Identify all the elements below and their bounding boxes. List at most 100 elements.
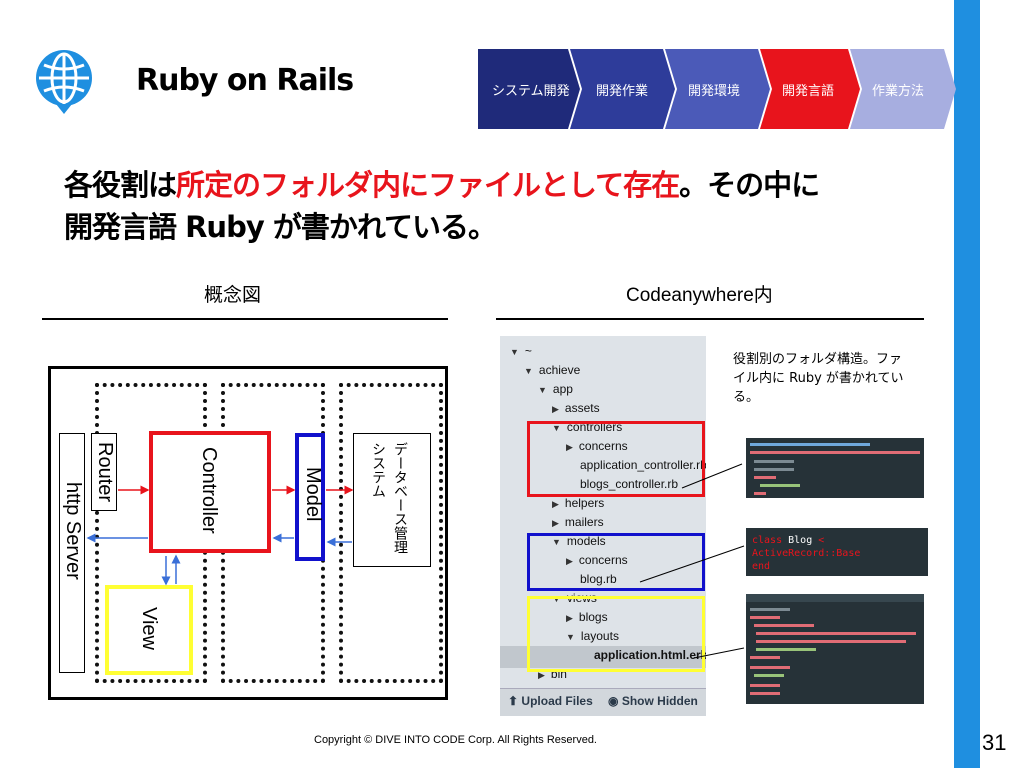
tree-row[interactable]: ▶ helpers: [552, 496, 604, 510]
tree-row[interactable]: ▶ concerns: [566, 439, 628, 453]
caret-right-icon[interactable]: ▶: [566, 556, 573, 566]
caret-right-icon[interactable]: ▶: [566, 442, 573, 452]
models-highlight: [527, 533, 705, 591]
tree-row-label: layouts: [580, 629, 619, 643]
caret-down-icon[interactable]: ▼: [524, 366, 533, 376]
step-shape-2: [570, 49, 675, 129]
step-progress: システム開発 開発作業 開発環境 開発言語 作業方法: [478, 49, 958, 129]
http-server-label: http Server: [62, 482, 84, 580]
tree-row[interactable]: ▶blogs: [566, 610, 608, 624]
tree-row-label: models: [566, 534, 606, 548]
mvc-diagram: http Server Router Controller Model データベ…: [48, 366, 448, 700]
tree-row[interactable]: ▶ mailers: [552, 515, 604, 529]
tree-row-label: mailers: [564, 515, 604, 529]
caret-down-icon[interactable]: ▼: [510, 347, 519, 357]
left-divider: [42, 318, 448, 320]
step-chevrons: [478, 49, 956, 129]
caret-down-icon[interactable]: ▼: [566, 632, 575, 642]
upload-icon: ⬆: [508, 694, 519, 708]
controller-code-lines: [750, 443, 920, 495]
step-shape-3: [665, 49, 770, 129]
selected-row-highlight: [500, 646, 706, 668]
headline-emphasis: 所定のフォルダ内にファイルとして存在: [176, 168, 680, 202]
headline-line2: 開発言語 Ruby が書かれている。: [64, 210, 497, 244]
database-box: データベース管理システム: [353, 433, 431, 567]
tree-row-label: concerns: [578, 553, 628, 567]
upload-files-label: Upload Files: [521, 694, 593, 708]
tree-row-label: assets: [564, 401, 600, 415]
model-label: Model: [302, 467, 324, 522]
http-server-box: http Server: [59, 433, 85, 673]
globe-logo-icon: [36, 50, 92, 114]
tree-row-label: concerns: [578, 439, 628, 453]
code-class-keyword: class: [752, 535, 783, 546]
tree-row-label: application_controller.rb: [580, 458, 706, 472]
view-box: View: [105, 585, 193, 675]
view-code-lines: [746, 594, 924, 695]
step-system-dev: システム開発: [492, 83, 570, 99]
slide-title: Ruby on Rails: [136, 63, 354, 98]
step-shape-4: [760, 49, 860, 129]
caret-right-icon[interactable]: ▶: [538, 670, 545, 680]
tree-row[interactable]: application_controller.rb: [580, 458, 706, 472]
step-work-method: 作業方法: [872, 83, 925, 99]
views-highlight: [527, 596, 705, 672]
step-dev-work: 開発作業: [596, 83, 649, 99]
controller-code-snippet: [746, 438, 924, 498]
tree-row[interactable]: blog.rb: [580, 572, 617, 586]
code-superclass: < ActiveRecord::Base: [752, 535, 861, 559]
dotted-region-3: [339, 383, 443, 683]
caret-down-icon[interactable]: ▼: [552, 537, 561, 547]
caret-right-icon[interactable]: ▶: [552, 518, 559, 528]
show-hidden-button[interactable]: ◉ Show Hidden: [608, 694, 698, 708]
page-number: 31: [982, 730, 1007, 755]
tree-row-label: ~: [524, 344, 532, 358]
step-dev-env: 開発環境: [688, 83, 741, 99]
code-end-keyword: end: [752, 561, 771, 572]
tree-row[interactable]: ▼ app: [538, 382, 573, 396]
tree-row-label: application.html.erb: [594, 648, 706, 662]
step-dev-language: 開発言語: [782, 83, 835, 99]
view-code-snippet: [746, 594, 924, 704]
tree-row[interactable]: application.html.erb: [594, 648, 706, 662]
tree-row-label: blogs_controller.rb: [580, 477, 679, 491]
controller-label: Controller: [198, 447, 220, 534]
tree-row-label: achieve: [538, 363, 581, 377]
caret-right-icon[interactable]: ▶: [552, 499, 559, 509]
caret-down-icon[interactable]: ▼: [552, 423, 561, 433]
tree-row[interactable]: blogs_controller.rb: [580, 477, 678, 491]
eye-icon: ◉: [608, 694, 619, 708]
show-hidden-label: Show Hidden: [621, 694, 698, 708]
caret-down-icon[interactable]: ▼: [538, 385, 547, 395]
headline: 各役割は所定のフォルダ内にファイルとして存在。その中に 開発言語 Ruby が書…: [64, 164, 820, 248]
router-box: Router: [91, 433, 117, 511]
tree-row[interactable]: ▶ assets: [552, 401, 600, 415]
controller-box: Controller: [149, 431, 271, 553]
folder-structure-note: 役割別のフォルダ構造。ファイル内に Ruby が書かれている。: [733, 352, 904, 405]
right-accent-bar: [954, 0, 980, 768]
caret-down-icon[interactable]: ▼: [552, 594, 561, 604]
headline-part1: 各役割は: [64, 168, 177, 202]
tree-row[interactable]: ▼ models: [552, 534, 606, 548]
concept-diagram-heading: 概念図: [204, 284, 262, 306]
tree-row[interactable]: ▼ achieve: [524, 363, 580, 377]
router-label: Router: [94, 442, 116, 503]
copyright: Copyright © DIVE INTO CODE Corp. All Rig…: [314, 734, 597, 746]
upload-files-button[interactable]: ⬆ Upload Files: [508, 694, 593, 708]
caret-right-icon[interactable]: ▶: [566, 613, 573, 623]
model-code-snippet: class Blog < ActiveRecord::Base end: [746, 528, 928, 576]
tree-row[interactable]: ▼ layouts: [566, 629, 619, 643]
tree-row[interactable]: ▶ concerns: [566, 553, 628, 567]
tree-row-label: blog.rb: [580, 572, 617, 586]
step-shape-1: [478, 49, 580, 129]
codeanywhere-heading: Codeanywhere内: [626, 285, 773, 306]
database-label: データベース管理システム: [371, 442, 409, 554]
code-class-name: Blog: [788, 535, 813, 546]
controllers-highlight: [527, 421, 705, 497]
tree-row-label: app: [552, 382, 573, 396]
view-label: View: [138, 607, 160, 650]
caret-right-icon[interactable]: ▶: [552, 404, 559, 414]
tree-toolbar: ⬆ Upload Files ◉ Show Hidden: [500, 688, 706, 716]
tree-row[interactable]: ▼~: [510, 344, 532, 358]
tree-row-label: helpers: [564, 496, 605, 510]
